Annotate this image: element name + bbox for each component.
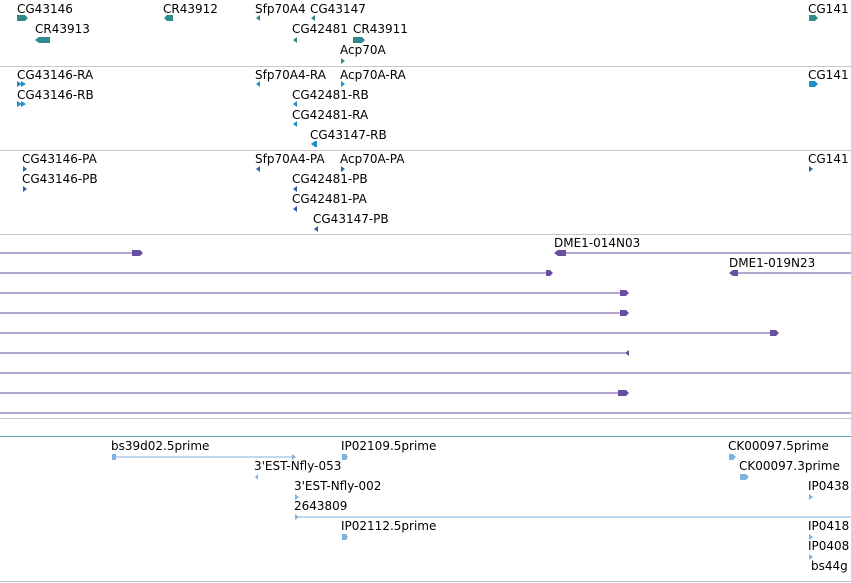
gene-label[interactable]: CR43913	[35, 22, 90, 36]
protein-label[interactable]: CG42481-PB	[292, 172, 368, 186]
protein-label[interactable]: Acp70A-PA	[340, 152, 405, 166]
transcript-label[interactable]: Sfp70A4-RA	[255, 68, 326, 82]
est-arrow-right[interactable]	[292, 454, 296, 460]
est-label[interactable]: IP0408	[808, 539, 850, 553]
transcript-label[interactable]: CG43146-RB	[17, 88, 94, 102]
est-arrow-right[interactable]	[809, 494, 813, 500]
protein-label[interactable]: CG141	[808, 152, 849, 166]
gene-arrow-right[interactable]	[341, 58, 345, 64]
gene-arrow-left[interactable]	[293, 37, 297, 43]
est-label[interactable]: IP02109.5prime	[341, 439, 437, 453]
transcript-arrow-right[interactable]	[341, 81, 345, 87]
clone-arrow-right[interactable]	[770, 330, 779, 336]
transcript-glyphs	[17, 81, 818, 147]
est-label[interactable]: bs44g	[811, 559, 848, 573]
gene-label[interactable]: CG43146	[17, 2, 73, 16]
clone-arrow-right[interactable]	[546, 270, 553, 276]
clone-arrow-right[interactable]	[620, 290, 629, 296]
protein-arrow-right[interactable]	[23, 186, 27, 192]
transcript-arrow-left[interactable]	[311, 141, 317, 147]
transcript-arrow-left[interactable]	[256, 81, 260, 87]
track-divider	[0, 418, 851, 419]
track-divider	[0, 234, 851, 235]
gene-label[interactable]: CG141	[808, 2, 849, 16]
transcript-label[interactable]: CG43147-RB	[310, 128, 387, 142]
clone-label[interactable]: DME1-019N23	[729, 256, 816, 270]
clone-glyphs	[0, 250, 851, 414]
est-label[interactable]: IP0418	[808, 519, 850, 533]
transcript-label[interactable]: CG42481-RA	[292, 108, 369, 122]
est-label[interactable]: CK00097.3prime	[739, 459, 840, 473]
protein-label[interactable]: CG43147-PB	[313, 212, 389, 226]
est-label[interactable]: CK00097.5prime	[728, 439, 829, 453]
transcript-label[interactable]: CG43146-RA	[17, 68, 94, 82]
track-divider	[0, 581, 851, 582]
protein-arrow-right[interactable]	[341, 166, 345, 172]
transcript-arrow-right[interactable]	[21, 81, 26, 87]
gene-label[interactable]: Sfp70A4	[255, 2, 306, 16]
est-glyphs	[112, 454, 851, 560]
protein-label[interactable]: CG43146-PB	[22, 172, 98, 186]
transcript-arrow-left[interactable]	[293, 121, 297, 127]
est-arrow-right[interactable]	[295, 514, 299, 520]
clone-arrow-left[interactable]	[729, 270, 738, 276]
est-label[interactable]: 3'EST-Nfly-053	[254, 459, 342, 473]
protein-arrow-left[interactable]	[256, 166, 260, 172]
protein-arrow-left[interactable]	[314, 226, 318, 232]
clone-label[interactable]: DME1-014N03	[554, 236, 641, 250]
protein-label[interactable]: CG43146-PA	[22, 152, 97, 166]
est-arrow-right[interactable]	[740, 474, 749, 480]
est-label[interactable]: 2643809	[294, 499, 348, 513]
est-arrow-right[interactable]	[729, 454, 736, 460]
est-arrow-right[interactable]	[342, 454, 348, 460]
protein-arrow-left[interactable]	[293, 206, 297, 212]
gene-label[interactable]: CR43912	[163, 2, 218, 16]
track-divider	[0, 66, 851, 67]
transcript-label[interactable]: CG141	[808, 68, 849, 82]
track-divider	[0, 150, 851, 151]
clone-arrow-left[interactable]	[554, 250, 566, 256]
protein-label[interactable]: Sfp70A4-PA	[255, 152, 325, 166]
gene-label[interactable]: Acp70A	[340, 43, 386, 57]
protein-label[interactable]: CG42481-PA	[292, 192, 367, 206]
gene-arrow-right[interactable]	[809, 15, 818, 21]
transcript-arrow-right[interactable]	[809, 81, 818, 87]
est-arrow-right[interactable]	[809, 534, 813, 540]
track-divider	[0, 436, 851, 437]
gene-arrow-left[interactable]	[164, 15, 173, 21]
est-label[interactable]: IP0438	[808, 479, 850, 493]
clone-arrow-left[interactable]	[625, 350, 629, 356]
gene-arrow-left[interactable]	[311, 15, 315, 21]
gene-arrow-right[interactable]	[353, 37, 365, 43]
protein-arrow-left[interactable]	[293, 186, 297, 192]
protein-arrow-right[interactable]	[809, 166, 813, 172]
est-label[interactable]: bs39d02.5prime	[111, 439, 210, 453]
gene-arrow-left[interactable]	[35, 37, 50, 43]
transcript-arrow-left[interactable]	[293, 101, 297, 107]
est-arrow-right[interactable]	[809, 554, 813, 560]
transcript-label[interactable]: Acp70A-RA	[340, 68, 406, 82]
gene-arrow-left[interactable]	[256, 15, 260, 21]
gene-glyphs	[17, 15, 818, 64]
transcript-arrow-right[interactable]	[21, 101, 26, 107]
transcript-arrow-right[interactable]	[17, 81, 22, 87]
est-block[interactable]	[112, 454, 116, 460]
est-arrow-right[interactable]	[295, 494, 299, 500]
clone-arrow-right[interactable]	[618, 390, 629, 396]
est-label[interactable]: IP02112.5prime	[341, 519, 437, 533]
clone-arrow-right[interactable]	[132, 250, 143, 256]
est-arrow-right[interactable]	[342, 534, 348, 540]
gene-label[interactable]: CG42481	[292, 22, 348, 36]
gene-arrow-right[interactable]	[17, 15, 28, 21]
gene-label[interactable]: CG43147	[310, 2, 366, 16]
protein-glyphs	[23, 166, 813, 232]
protein-arrow-right[interactable]	[23, 166, 27, 172]
transcript-label[interactable]: CG42481-RB	[292, 88, 369, 102]
transcript-arrow-right[interactable]	[17, 101, 22, 107]
est-arrow-left[interactable]	[255, 474, 258, 480]
gene-label[interactable]: CR43911	[353, 22, 408, 36]
est-label[interactable]: 3'EST-Nfly-002	[294, 479, 382, 493]
clone-arrow-right[interactable]	[620, 310, 629, 316]
